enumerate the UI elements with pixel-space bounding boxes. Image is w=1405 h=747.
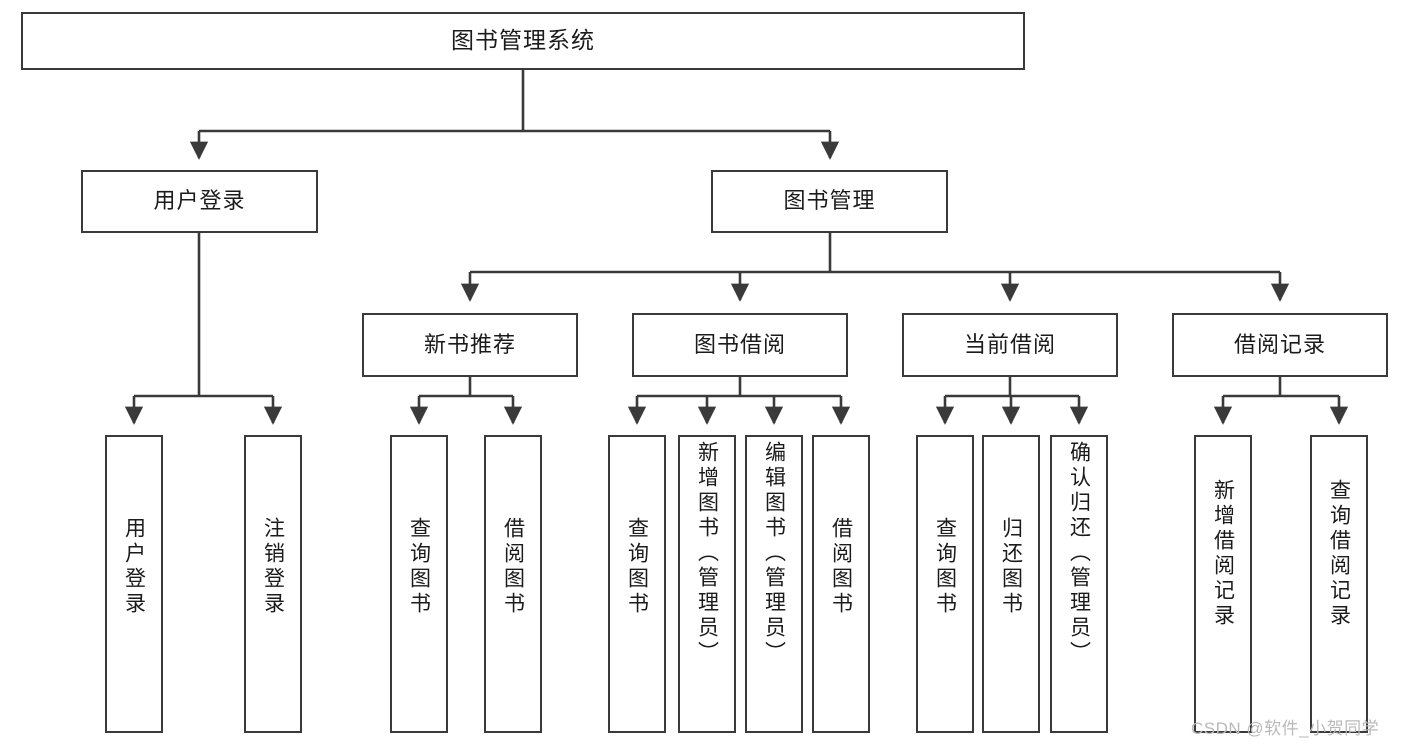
node-label: 用户登录 <box>122 517 146 617</box>
node-label: 借阅图书 <box>501 517 525 617</box>
leaf-edit-book-admin[interactable]: 编辑图书（管理员） <box>745 435 803 733</box>
node-label: 归还图书 <box>999 517 1023 617</box>
node-label: 查询图书 <box>407 517 431 617</box>
node-label: 查询借阅记录 <box>1327 479 1351 629</box>
leaf-borrow-book-borrowing[interactable]: 借阅图书 <box>812 435 870 733</box>
node-root-book-management-system[interactable]: 图书管理系统 <box>21 12 1025 70</box>
node-new-book-recommendation[interactable]: 新书推荐 <box>362 313 578 377</box>
csdn-watermark: CSDN @软件_小贺同学 <box>1191 719 1380 738</box>
node-label: 新增借阅记录 <box>1211 479 1235 629</box>
node-label: 图书管理系统 <box>451 27 595 54</box>
node-label: 借阅记录 <box>1233 331 1326 357</box>
node-label: 新书推荐 <box>423 331 516 357</box>
leaf-add-book-admin[interactable]: 新增图书（管理员） <box>678 435 736 733</box>
node-label: 用户登录 <box>153 188 246 214</box>
leaf-add-borrowing-record[interactable]: 新增借阅记录 <box>1194 435 1252 733</box>
node-current-borrowing[interactable]: 当前借阅 <box>902 313 1118 377</box>
node-label: 注销登录 <box>261 517 285 617</box>
node-label: 新增图书（管理员） <box>695 441 719 666</box>
leaf-query-book-current[interactable]: 查询图书 <box>916 435 974 733</box>
leaf-query-book-new-book[interactable]: 查询图书 <box>390 435 448 733</box>
leaf-query-borrowing-record[interactable]: 查询借阅记录 <box>1310 435 1368 733</box>
node-book-borrowing[interactable]: 图书借阅 <box>632 313 848 377</box>
leaf-confirm-return-admin[interactable]: 确认归还（管理员） <box>1050 435 1108 733</box>
leaf-logout-login[interactable]: 注销登录 <box>244 435 302 733</box>
node-user-login[interactable]: 用户登录 <box>81 170 318 233</box>
node-label: 查询图书 <box>933 517 957 617</box>
node-label: 图书管理 <box>783 188 876 214</box>
leaf-borrow-book-new-book[interactable]: 借阅图书 <box>484 435 542 733</box>
node-label: 查询图书 <box>625 517 649 617</box>
node-label: 借阅图书 <box>829 517 853 617</box>
node-label: 图书借阅 <box>693 331 786 357</box>
node-label: 确认归还（管理员） <box>1067 441 1091 666</box>
leaf-return-book[interactable]: 归还图书 <box>982 435 1040 733</box>
leaf-user-login[interactable]: 用户登录 <box>105 435 163 733</box>
node-book-management[interactable]: 图书管理 <box>711 170 948 233</box>
node-label: 编辑图书（管理员） <box>762 441 786 666</box>
node-label: 当前借阅 <box>963 331 1056 357</box>
leaf-query-book-borrowing[interactable]: 查询图书 <box>608 435 666 733</box>
node-borrowing-records[interactable]: 借阅记录 <box>1172 313 1388 377</box>
